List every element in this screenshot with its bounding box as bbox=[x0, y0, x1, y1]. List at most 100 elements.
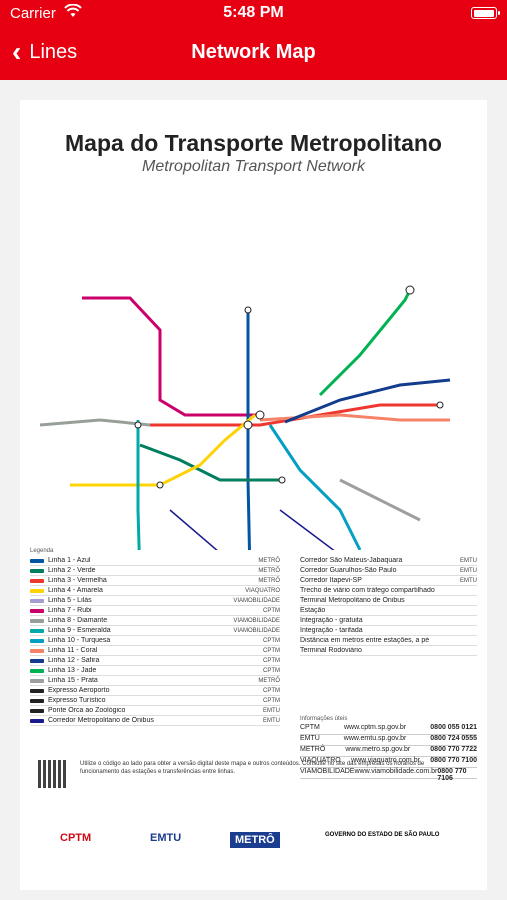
info-agency: CPTM bbox=[300, 724, 320, 731]
line-swatch bbox=[30, 658, 44, 663]
info-agency: VIAMOBILIDADE bbox=[300, 768, 355, 775]
legend-operator: VIAQUATRO bbox=[245, 587, 280, 594]
station-itaquera bbox=[436, 401, 444, 409]
line-swatch bbox=[30, 648, 44, 653]
legend-row: Linha 7 - Rubi CPTM bbox=[30, 606, 280, 616]
station-aeroporto-guarulhos bbox=[405, 285, 415, 295]
line-swatch bbox=[30, 718, 44, 723]
legend-item-name: Terminal Metropolitano de Ônibus bbox=[300, 597, 405, 604]
chevron-left-icon: ‹ bbox=[12, 36, 22, 67]
cptm-logo: CPTM bbox=[60, 832, 92, 844]
legend-operator: METRÔ bbox=[258, 677, 280, 684]
legend-line-name: Linha 4 - Amarela bbox=[48, 587, 103, 594]
line-12-safira bbox=[284, 378, 451, 424]
legend-operator: CPTM bbox=[263, 657, 280, 664]
station-luz bbox=[255, 410, 265, 420]
line-swatch bbox=[30, 568, 44, 573]
legend-operator: CPTM bbox=[263, 637, 280, 644]
legend-row: Trecho de viário com tráfego compartilha… bbox=[300, 586, 477, 596]
legend-operator: VIAMOBILIDADE bbox=[233, 597, 280, 604]
line-10-turquesa bbox=[268, 424, 362, 550]
useful-info: Informações úteis CPTM www.cptm.sp.gov.br… bbox=[300, 716, 477, 782]
line-swatch bbox=[30, 688, 44, 693]
legend-operator: METRÔ bbox=[258, 577, 280, 584]
info-phone: 0800 770 7106 bbox=[437, 768, 467, 782]
carrier-label: Carrier bbox=[10, 5, 56, 22]
legend-operator: EMTU bbox=[460, 567, 477, 574]
battery-icon bbox=[471, 7, 500, 19]
line-13-jade bbox=[318, 289, 412, 397]
bus-corridor-2 bbox=[279, 509, 335, 550]
legend-row: Linha 15 - Prata METRÔ bbox=[30, 676, 280, 686]
legend-operator: CPTM bbox=[263, 697, 280, 704]
info-phone: 0800 770 7100 bbox=[430, 757, 477, 764]
legend-operator: EMTU bbox=[460, 577, 477, 584]
legend-row: Linha 12 - Safira CPTM bbox=[30, 656, 280, 666]
station-vila-prudente bbox=[278, 476, 286, 484]
station-tucuruvi bbox=[244, 306, 252, 314]
legend-operator: CPTM bbox=[263, 667, 280, 674]
legend-line-name: Linha 3 - Vermelha bbox=[48, 577, 107, 584]
legend-line-name: Linha 7 - Rubi bbox=[48, 607, 92, 614]
line-swatch bbox=[30, 608, 44, 613]
info-site[interactable]: www.metro.sp.gov.br bbox=[345, 746, 411, 753]
info-title: Informações úteis bbox=[300, 716, 348, 722]
legend-row: Linha 13 - Jade CPTM bbox=[30, 666, 280, 676]
legend-line-name: Corredor Metropolitano de Ônibus bbox=[48, 717, 154, 724]
legend-item-name: Estação bbox=[300, 607, 326, 614]
legend-line-name: Linha 2 - Verde bbox=[48, 567, 96, 574]
legend-line-name: Expresso Aeroporto bbox=[48, 687, 110, 694]
legend-row: Linha 4 - Amarela VIAQUATRO bbox=[30, 586, 280, 596]
info-site[interactable]: www.emtu.sp.gov.br bbox=[343, 735, 407, 742]
legend-operator: VIAMOBILIDADE bbox=[233, 617, 280, 624]
legend-line-name: Ponte Orca ao Zoológico bbox=[48, 707, 126, 714]
emtu-logo: EMTU bbox=[150, 832, 182, 844]
info-site[interactable]: www.viamobilidade.com.br bbox=[354, 768, 438, 775]
legend-operator: METRÔ bbox=[258, 557, 280, 564]
bus-corridor bbox=[169, 509, 218, 550]
legend-row: Integração - tarifada bbox=[300, 626, 477, 636]
network-map-image[interactable]: Mapa do Transporte Metropolitano Metropo… bbox=[20, 100, 487, 890]
legend-operator: CPTM bbox=[263, 607, 280, 614]
qr-caption: Utilize o código ao lado para obter a ve… bbox=[80, 761, 425, 775]
legend-row: Distância em metros entre estações, a pé bbox=[300, 636, 477, 646]
info-site[interactable]: www.cptm.sp.gov.br bbox=[344, 724, 407, 731]
line-swatch bbox=[30, 558, 44, 563]
info-phone: 0800 770 7722 bbox=[430, 746, 477, 753]
line-swatch bbox=[30, 578, 44, 583]
info-site[interactable]: www.viaquatro.com.br bbox=[351, 757, 420, 764]
map-title: Mapa do Transporte Metropolitano bbox=[65, 130, 442, 156]
operator-logos: CPTM EMTU METRÔ GOVERNO DO ESTADO DE SÃO… bbox=[20, 820, 487, 880]
line-7-rubi bbox=[82, 296, 260, 417]
wifi-icon bbox=[64, 3, 82, 22]
map-subtitle: Metropolitan Transport Network bbox=[142, 158, 365, 175]
legend-line-name: Linha 15 - Prata bbox=[48, 677, 98, 684]
legend-line-name: Linha 13 - Jade bbox=[48, 667, 97, 674]
sp-government-logo: GOVERNO DO ESTADO DE SÃO PAULO bbox=[325, 832, 440, 838]
line-swatch bbox=[30, 638, 44, 643]
legend-line-name: Linha 12 - Safira bbox=[48, 657, 100, 664]
line-swatch bbox=[30, 708, 44, 713]
back-button[interactable]: ‹ Lines bbox=[12, 38, 77, 66]
legend-item-name: Integração - gratuita bbox=[300, 617, 363, 624]
legend-row: Terminal Metropolitano de Ônibus bbox=[300, 596, 477, 606]
line-4-amarela bbox=[70, 413, 256, 487]
line-swatch bbox=[30, 668, 44, 673]
legend-line-name: Linha 11 - Coral bbox=[48, 647, 98, 654]
line-swatch bbox=[30, 588, 44, 593]
info-agency: VIAQUATRO bbox=[300, 757, 341, 764]
map-scroll-view[interactable]: Mapa do Transporte Metropolitano Metropo… bbox=[0, 80, 507, 900]
transit-map-diagram bbox=[39, 285, 451, 550]
